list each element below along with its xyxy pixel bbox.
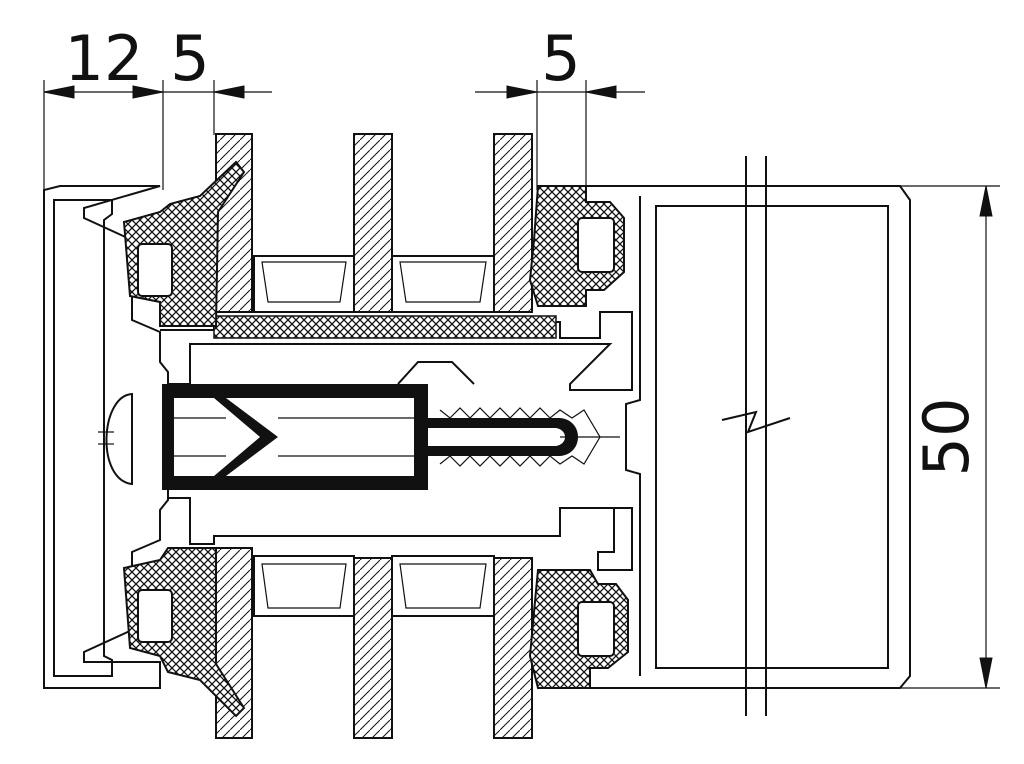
mullion-profile [586,156,911,716]
spacer-bars [253,255,495,617]
pressure-plate [160,311,633,571]
dimension-lines [43,80,1000,689]
dim-label-12: 12 [65,22,144,95]
dim-label-5-left: 5 [170,22,209,95]
cover-cap [43,185,169,689]
dim-label-5-right: 5 [541,22,580,95]
fixing-bolt [162,384,620,490]
dim-label-50: 50 [910,398,983,477]
gaskets [122,160,629,718]
